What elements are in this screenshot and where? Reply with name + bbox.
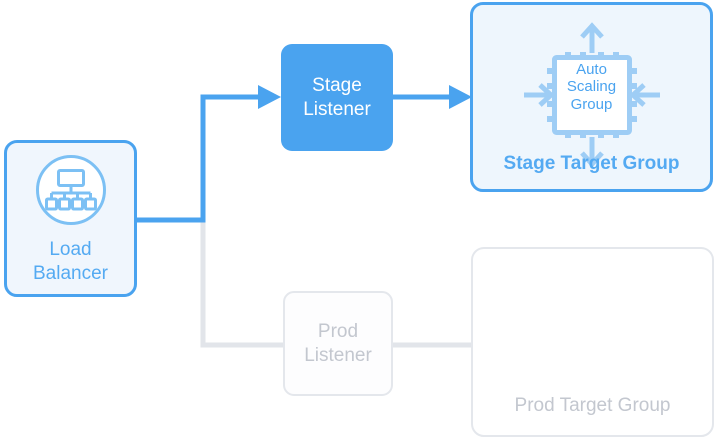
connector-stage-listener-to-stage-target-group <box>393 85 472 109</box>
node-load-balancer[interactable]: Load Balancer <box>4 140 137 297</box>
prod-target-group-label: Prod Target Group <box>514 394 671 416</box>
node-stage-listener[interactable]: Stage Listener <box>281 44 393 151</box>
arrowhead-icon <box>449 85 472 109</box>
node-prod-listener[interactable]: Prod Listener <box>283 291 393 396</box>
connector-lb-to-prod-listener <box>137 217 283 348</box>
stage-listener-label-line2: Listener <box>303 98 371 120</box>
stage-listener-label-line1: Stage <box>312 75 362 97</box>
load-balancer-label-line1: Load <box>49 239 92 261</box>
panel-stage-target-group[interactable]: Auto Scaling Group Stage Target Group <box>470 2 713 192</box>
prod-listener-label-line1: Prod <box>317 321 359 343</box>
stage-listener-label: Stage Listener <box>303 74 371 120</box>
load-balancer-label-line2: Balancer <box>33 262 108 284</box>
prod-listener-label: Prod Listener <box>304 320 372 366</box>
prod-listener-label-line2: Listener <box>304 344 372 366</box>
stage-target-group-label: Stage Target Group <box>503 152 680 174</box>
auto-scaling-group-graphic: Auto Scaling Group <box>516 13 668 168</box>
arrowhead-icon <box>258 85 281 109</box>
panel-prod-target-group[interactable]: Prod Target Group <box>471 247 714 437</box>
load-balancer-hierarchy-icon <box>33 152 109 228</box>
connector-lb-to-stage-listener <box>137 85 281 223</box>
load-balancer-label: Load Balancer <box>33 238 108 284</box>
